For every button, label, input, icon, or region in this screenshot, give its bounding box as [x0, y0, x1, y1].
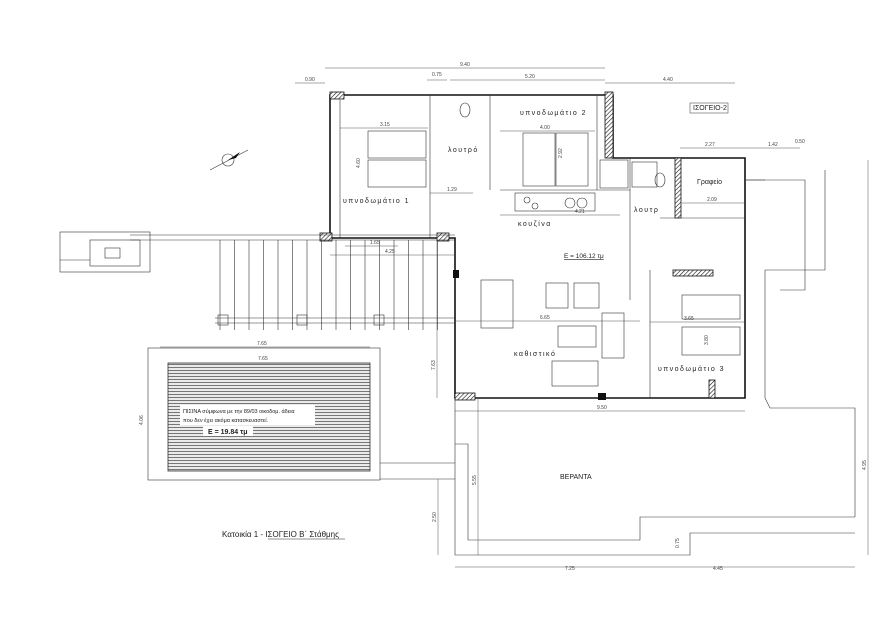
pool-area: E = 19.84 τμ [208, 429, 248, 436]
pergola: 7.65 [130, 234, 455, 348]
dim-bed2-h: 2.92 [558, 148, 564, 158]
dim-pergola-w: 7.65 [257, 341, 267, 347]
room-label-office: Γραφείο [697, 178, 722, 186]
dim-top-mid: 5.20 [525, 74, 535, 80]
dim-office-w3: 0.50 [795, 139, 805, 145]
dim-top-left: 0.90 [305, 77, 315, 83]
room-label-living: καθιστικό [514, 350, 556, 358]
dim-top-small: 0.75 [432, 72, 442, 78]
dim-bed1-h: 4.60 [356, 158, 362, 168]
interior-dimensions: 3.15 4.60 1.29 4.00 2.92 4.21 2.27 1.42 … [330, 122, 805, 412]
dim-pool-w: 7.65 [258, 356, 268, 362]
furniture [367, 102, 741, 387]
dim-house-h: 7.63 [431, 360, 437, 370]
main-area-label: E = 106.12 τμ [564, 253, 604, 260]
dim-bed1-w: 3.15 [380, 122, 390, 128]
room-label-bath: λουτρό [448, 146, 479, 154]
dim-office-in: 2.09 [707, 197, 717, 203]
dim-right-h: 4.95 [862, 460, 868, 470]
pool: ΠΙΣΙΝΑ σύμφωνα με την 89/03 οικοδομ. άδε… [139, 347, 455, 481]
dim-office-w1: 2.27 [705, 142, 715, 148]
dim-bottom-left: 7.25 [565, 566, 575, 572]
room-label-bath2: λουτρ [634, 207, 659, 214]
level-tag: ΙΣΟΓΕΙΟ-2 [693, 105, 727, 112]
dim-bottom-right: 4.45 [713, 566, 723, 572]
room-label-bedroom1: υπνοδωμάτιο 1 [343, 197, 410, 205]
dim-left-block: 4.25 [385, 249, 395, 255]
pool-note-line1: ΠΙΣΙΝΑ σύμφωνα με την 89/03 οικοδομ. άδε… [183, 408, 295, 415]
room-label-bedroom3: υπνοδωμάτιο 3 [658, 365, 725, 373]
top-dimensions: 9.40 0.90 0.75 5.20 4.40 [295, 62, 735, 84]
level-tag-frame [689, 102, 729, 114]
dim-veranda-left: 2.50 [432, 512, 438, 522]
dim-bed2-w: 4.00 [540, 125, 550, 131]
room-label-bedroom2: υπνοδωμάτιο 2 [520, 109, 587, 117]
dim-top-right: 4.40 [663, 77, 673, 83]
house-walls [319, 91, 765, 401]
dim-left-sub: 1.65 [370, 240, 380, 246]
dim-top-total: 9.40 [460, 62, 470, 68]
dim-veranda-h: 5.55 [472, 475, 478, 485]
barbecue [59, 231, 151, 273]
dim-step: 0.75 [675, 538, 681, 548]
pool-note-line2: που δεν έχει ακόμα κατασκευαστεί. [183, 417, 269, 424]
room-label-veranda: ΒΕΡΑΝΤΑ [560, 474, 592, 481]
dim-bottom-house: 9.50 [597, 405, 607, 411]
dim-bath-w: 1.29 [447, 187, 457, 193]
dim-bed3-w: 3.65 [684, 316, 694, 322]
dim-living-w: 6.65 [540, 315, 550, 321]
dim-bed3-h: 3.80 [704, 335, 710, 345]
dim-pool-h: 4.06 [139, 415, 145, 425]
dim-office-w2: 1.42 [768, 142, 778, 148]
veranda: ΒΕΡΑΝΤΑ 5.55 2.50 7.25 4.45 0.75 4.95 [432, 160, 869, 572]
north-arrow-icon [209, 149, 249, 171]
dim-kitchen-w: 4.21 [575, 209, 585, 215]
drawing-title: Κατοικία 1 - ΙΣΟΓΕΙΟ Β΄ Στάθμης [222, 530, 339, 539]
room-label-kitchen: κουζίνα [518, 220, 552, 228]
